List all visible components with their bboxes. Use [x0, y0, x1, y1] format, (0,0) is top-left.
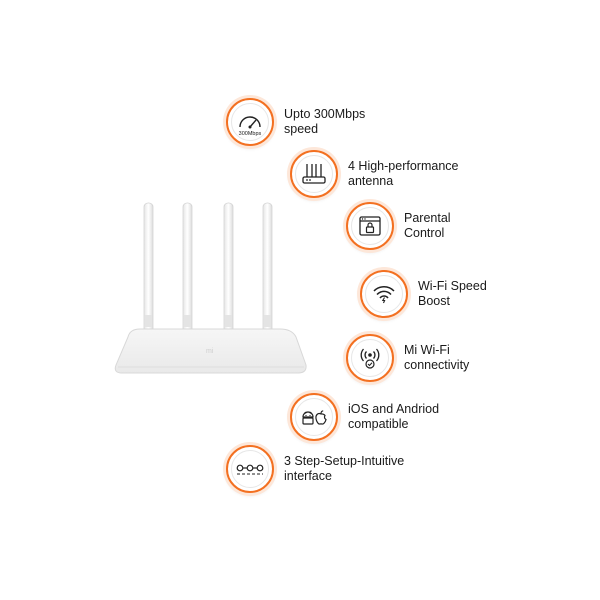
android-apple-icon	[302, 410, 327, 425]
parental-lock-icon	[359, 216, 381, 236]
mi-logo: mi	[206, 348, 214, 355]
feature-badge	[226, 445, 274, 493]
wifi-boost-icon	[373, 286, 395, 304]
speedometer-icon	[239, 116, 261, 129]
feature-setup: 3 Step-Setup-Intuitive interface	[226, 445, 444, 493]
feature-label: 4 High-performance antenna	[348, 159, 459, 188]
feature-badge	[290, 393, 338, 441]
antenna	[143, 202, 154, 344]
feature-label: 3 Step-Setup-Intuitive interface	[284, 454, 405, 483]
setup-steps-icon	[236, 464, 264, 475]
speed-badge-text: 300Mbps	[238, 131, 262, 137]
feature-badge	[346, 334, 394, 382]
mi-wifi-connectivity-icon	[360, 348, 380, 369]
feature-label: Wi-Fi Speed Boost	[418, 279, 487, 308]
antenna	[223, 202, 234, 344]
feature-ios-android: iOS and Andriod compatible	[290, 393, 508, 441]
feature-label: iOS and Andriod compatible	[348, 402, 440, 431]
feature-label: Parental Control	[404, 211, 451, 240]
feature-badge	[346, 202, 394, 250]
feature-wifi-boost: Wi-Fi Speed Boost	[360, 270, 578, 318]
feature-label: Upto 300Mbps speed	[284, 107, 366, 136]
feature-badge: 300Mbps	[226, 98, 274, 146]
feature-antenna: 4 High-performance antenna	[290, 150, 508, 198]
router-body	[114, 328, 307, 374]
router-antenna-icon	[302, 164, 326, 184]
feature-mi-wifi-connectivity: Mi Wi-Fi connectivity	[346, 334, 564, 382]
feature-badge	[290, 150, 338, 198]
feature-speed: 300Mbps Upto 300Mbps speed	[226, 98, 444, 146]
antenna	[262, 202, 273, 344]
feature-parental-control: Parental Control	[346, 202, 564, 250]
feature-badge	[360, 270, 408, 318]
router-image: mi	[114, 202, 307, 374]
feature-label: Mi Wi-Fi connectivity	[404, 343, 470, 372]
antenna	[182, 202, 193, 344]
